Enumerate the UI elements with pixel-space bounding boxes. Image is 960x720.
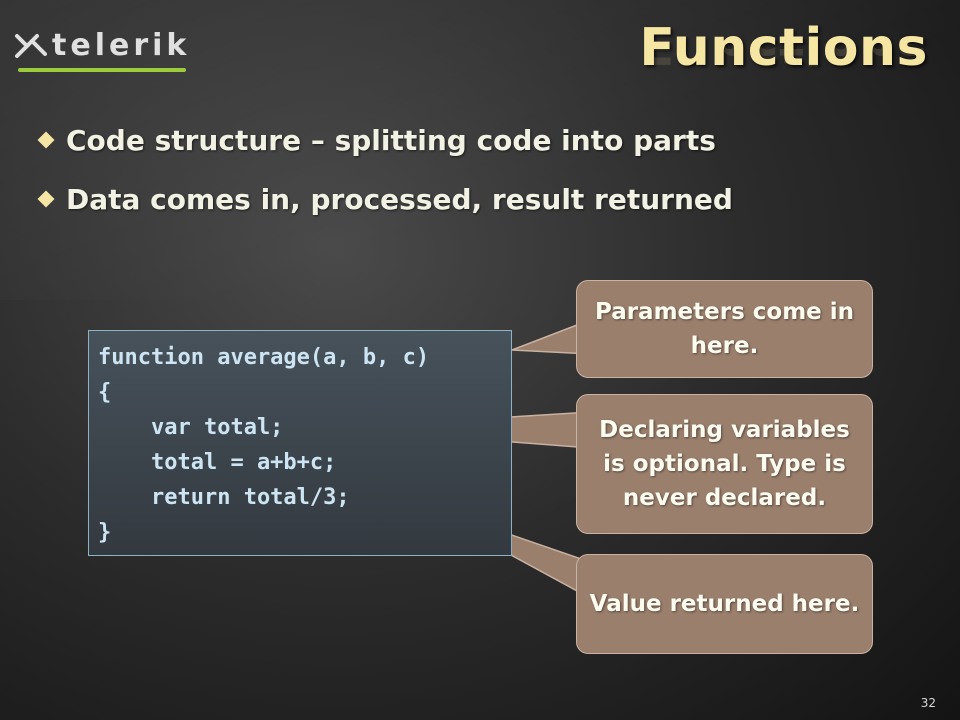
code-line: function average(a, b, c) (98, 345, 430, 370)
code-block (88, 330, 512, 556)
bullet-item: Code structure – splitting code into par… (37, 124, 733, 157)
bullet-text: Data comes in, processed, result returne… (66, 183, 733, 216)
callout-parameters: Parameters come in here. (576, 280, 873, 378)
bullet-list: Code structure – splitting code into par… (37, 124, 733, 242)
code-line: } (98, 520, 112, 545)
code-line: var total; (98, 415, 284, 440)
code-line: return total/3; (98, 485, 350, 510)
slide-title: Functions (639, 18, 928, 78)
logo-wordmark: telerik (52, 28, 191, 63)
diamond-bullet-icon (37, 131, 55, 149)
bullet-item: Data comes in, processed, result returne… (37, 183, 733, 216)
logo-underline (18, 68, 186, 72)
diamond-bullet-icon (37, 190, 55, 208)
callout-text: Declaring variables is optional. Type is… (599, 417, 850, 511)
telerik-logo-icon (15, 34, 47, 58)
callout-text: Parameters come in here. (594, 299, 855, 359)
slide-title-reflection: Functions (639, 44, 928, 74)
code-line: { (98, 380, 112, 405)
code-line: total = a+b+c; (98, 450, 337, 475)
code-text: function average(a, b, c) { var total; to… (98, 340, 429, 550)
callout-text: Value returned here. (589, 591, 860, 617)
callout-variables: Declaring variables is optional. Type is… (576, 394, 873, 534)
callout-return-value: Value returned here. (576, 554, 873, 654)
telerik-logo: telerik (14, 28, 186, 74)
bullet-text: Code structure – splitting code into par… (66, 124, 716, 157)
page-number: 32 (920, 696, 936, 710)
